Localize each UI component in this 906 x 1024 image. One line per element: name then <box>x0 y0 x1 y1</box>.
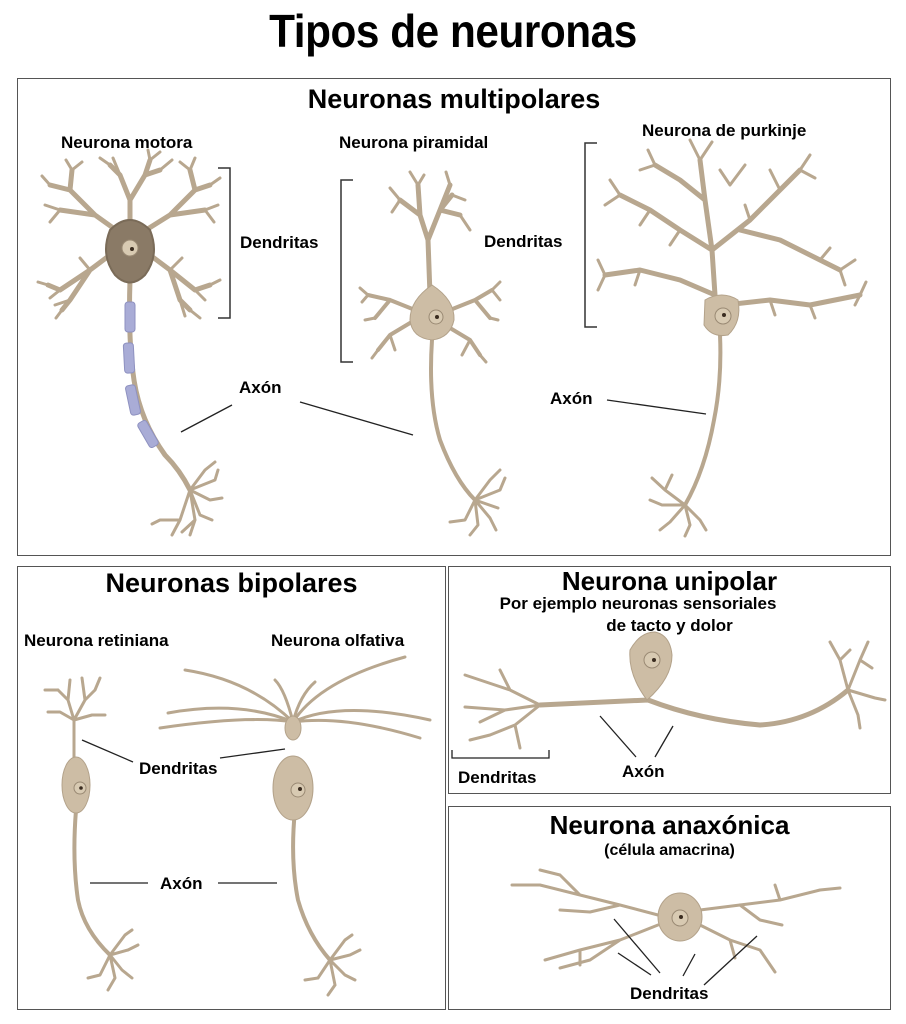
retinal-dendrites <box>43 676 107 762</box>
bipolar-axon-label: Axón <box>160 874 203 893</box>
unipolar-leader-lines <box>451 715 674 759</box>
multipolar-heading: Neuronas multipolares <box>307 84 601 114</box>
pyramidal-terminals <box>448 468 507 537</box>
multipolar-leader-lines <box>180 399 707 436</box>
olfactory-cilia <box>158 655 432 740</box>
retinal-terminals <box>86 928 140 992</box>
pyramidal-basal-twigs <box>358 280 502 364</box>
anaxonic-subtitle: (célula amacrina) <box>604 842 735 859</box>
purkinje-axon <box>683 333 723 507</box>
anaxonic-panel <box>448 806 891 1010</box>
axon-label-shared: Axón <box>239 378 282 397</box>
motor-neuron-label: Neurona motora <box>61 133 193 152</box>
motor-neuron-soma <box>105 219 155 284</box>
pyramidal-axon <box>429 338 477 502</box>
unipolar-panel <box>448 566 891 794</box>
pyramidal-soma <box>409 284 455 341</box>
motor-neuron-myelin <box>122 301 159 449</box>
dendrites-label-purkinje: Dendritas <box>484 232 563 251</box>
bipolar-panel <box>17 566 446 1010</box>
unipolar-terminals <box>828 640 887 730</box>
page-title: Tipos de neuronas <box>269 5 637 57</box>
unipolar-dendrites <box>463 668 542 750</box>
anaxonic-soma <box>657 892 703 942</box>
retinal-soma <box>61 756 91 814</box>
pyramidal-apical-dendrite <box>397 182 463 298</box>
bipolar-heading: Neuronas bipolares <box>105 568 358 598</box>
dendrites-label-motor: Dendritas <box>240 233 319 252</box>
unipolar-dendrites-label: Dendritas <box>458 768 537 787</box>
bipolar-dendrites-label: Dendritas <box>139 759 218 778</box>
unipolar-heading: Neurona unipolar <box>561 566 778 596</box>
purkinje-dendrite-twigs <box>596 138 868 320</box>
purkinje-soma <box>703 294 740 336</box>
purkinje-neuron-label: Neurona de purkinje <box>642 121 807 140</box>
unipolar-subtitle-line1: Por ejemplo neuronas sensoriales <box>499 594 777 613</box>
motor-neuron-axon <box>127 277 193 493</box>
bipolar-leader-lines <box>81 739 286 884</box>
pyramidal-apical-twigs <box>388 170 472 232</box>
olfactory-neuron-label: Neurona olfativa <box>271 631 405 650</box>
anaxonic-dendrites-label: Dendritas <box>630 984 709 1003</box>
retinal-neuron-label: Neurona retiniana <box>24 631 169 650</box>
unipolar-subtitle-line2: de tacto y dolor <box>606 616 733 635</box>
unipolar-axon <box>537 687 851 728</box>
pyramidal-neuron-label: Neurona piramidal <box>339 133 489 152</box>
olfactory-terminals <box>303 933 362 997</box>
motor-neuron-terminals <box>150 460 224 537</box>
retinal-axon <box>72 808 112 957</box>
unipolar-soma <box>629 631 673 701</box>
olfactory-axon <box>291 808 332 962</box>
anaxonic-heading: Neurona anaxónica <box>549 810 790 840</box>
anaxonic-dendrites <box>510 868 842 974</box>
purkinje-main-dendrites <box>602 157 863 308</box>
unipolar-axon-label: Axón <box>622 762 665 781</box>
olfactory-soma <box>272 715 314 821</box>
purkinje-terminals <box>648 473 708 538</box>
axon-label-purkinje: Axón <box>550 389 593 408</box>
motor-neuron-dendrite-twigs <box>36 148 222 320</box>
multipolar-brackets <box>218 142 597 363</box>
anaxonic-leader-lines <box>613 918 758 986</box>
